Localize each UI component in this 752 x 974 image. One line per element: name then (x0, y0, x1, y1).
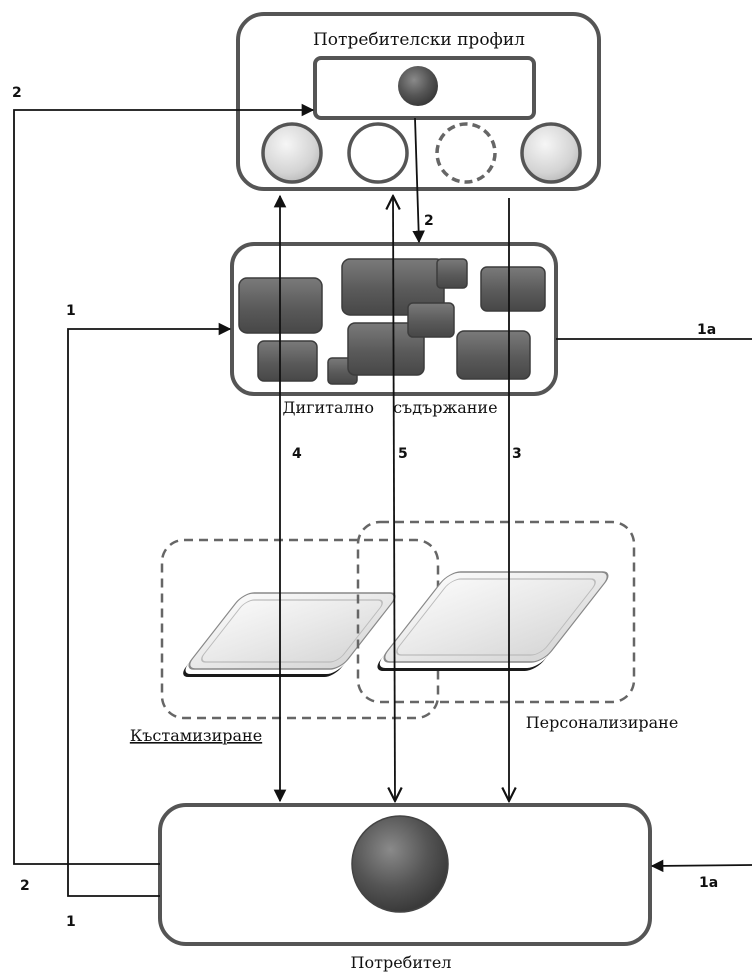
profile-circle-dashed (437, 124, 495, 182)
flow-label-1a-bottom: 1a (699, 875, 718, 891)
user-title: Потребител (351, 953, 452, 972)
personalization-tray (372, 572, 613, 671)
content-block (437, 259, 467, 288)
flow-label-1a-top: 1a (697, 322, 716, 338)
user-box: Потребител (160, 805, 650, 972)
user-profile-box: Потребителски профил (238, 14, 599, 189)
flow-label-2-mid: 2 (424, 213, 434, 229)
flow-label-2-bottom: 2 (20, 878, 30, 894)
customization-label: Къстамизиране (130, 726, 262, 745)
flow-1a-bottom-line (652, 865, 752, 866)
flow-label-5: 5 (398, 446, 408, 462)
flow-label-1-bottom: 1 (66, 914, 76, 930)
content-block (258, 341, 317, 381)
profile-title: Потребителски профил (313, 30, 525, 50)
content-block (481, 267, 545, 311)
flow-label-1-top: 1 (66, 303, 76, 319)
flow-2-line (14, 110, 313, 864)
personalization-group: Персонализиране (358, 522, 678, 732)
content-title: Дигитално съдържание (282, 398, 497, 417)
flow-label-3: 3 (512, 446, 522, 462)
content-block (408, 303, 454, 337)
profile-circle-filled-left (263, 124, 321, 182)
customization-tray (178, 593, 400, 677)
flow-label-2-top: 2 (12, 85, 22, 101)
customization-group: Къстамизиране (130, 540, 438, 745)
profile-circle-empty (349, 124, 407, 182)
personalization-label: Персонализиране (526, 713, 679, 732)
profile-dark-ball (398, 66, 438, 106)
profile-circle-filled-right (522, 124, 580, 182)
user-dark-ball (352, 816, 448, 912)
flow-label-4: 4 (292, 446, 302, 462)
content-block (457, 331, 530, 379)
connectors (14, 110, 752, 896)
